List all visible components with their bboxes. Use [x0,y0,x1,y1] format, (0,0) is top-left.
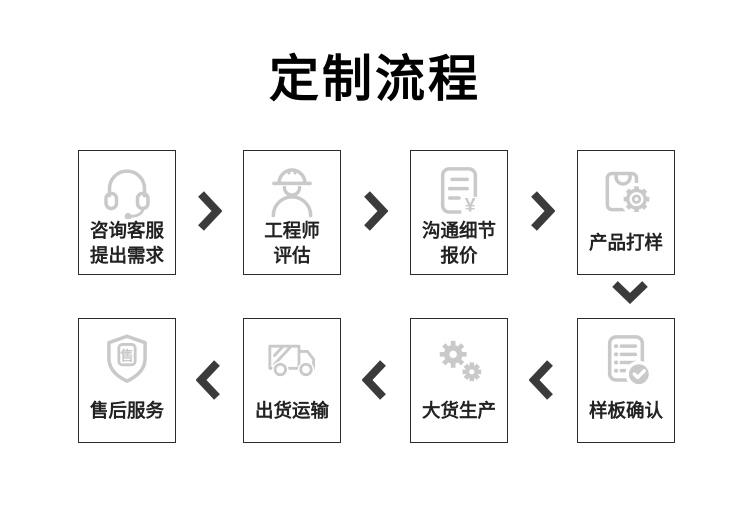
step-label: 咨询客服 提出需求 [89,220,164,266]
yen-glyph: ¥ [465,194,476,216]
chevron-right-icon [531,191,555,231]
quote-document-icon: ¥ [431,163,487,219]
step-card-confirm: 样板确认 [577,318,675,443]
chevron-down-icon [612,281,648,304]
step-label: 沟通细节 报价 [421,220,496,266]
step-label: 工程师 评估 [264,220,320,266]
truck-icon [264,331,320,387]
checklist-confirm-icon [598,331,654,387]
page-title: 定制流程 [269,51,481,107]
step-label: 售后服务 [89,400,164,422]
step-label: 大货生产 [421,400,496,422]
chevron-left-icon [529,360,553,400]
chevron-left-icon [196,360,220,400]
headset-icon [99,163,155,219]
shield-aftersales-icon: 售 [99,331,155,387]
chevron-left-icon [362,360,386,400]
step-label: 样板确认 [588,400,663,422]
chevron-right-icon [364,191,388,231]
step-card-consult: 咨询客服 提出需求 [78,150,176,275]
step-card-shipping: 出货运输 [243,318,341,443]
step-card-engineer: 工程师 评估 [243,150,341,275]
bag-gear-icon [598,163,654,219]
step-label: 出货运输 [254,400,329,422]
step-card-aftersales: 售 售后服务 [78,318,176,443]
chevron-right-icon [198,191,222,231]
step-card-quote: ¥ 沟通细节 报价 [410,150,508,275]
step-card-production: 大货生产 [410,318,508,443]
engineer-icon [264,163,320,219]
step-label: 产品打样 [588,232,663,254]
gears-icon [431,331,487,387]
shield-glyph: 售 [119,347,133,363]
step-card-sampling: 产品打样 [577,150,675,275]
